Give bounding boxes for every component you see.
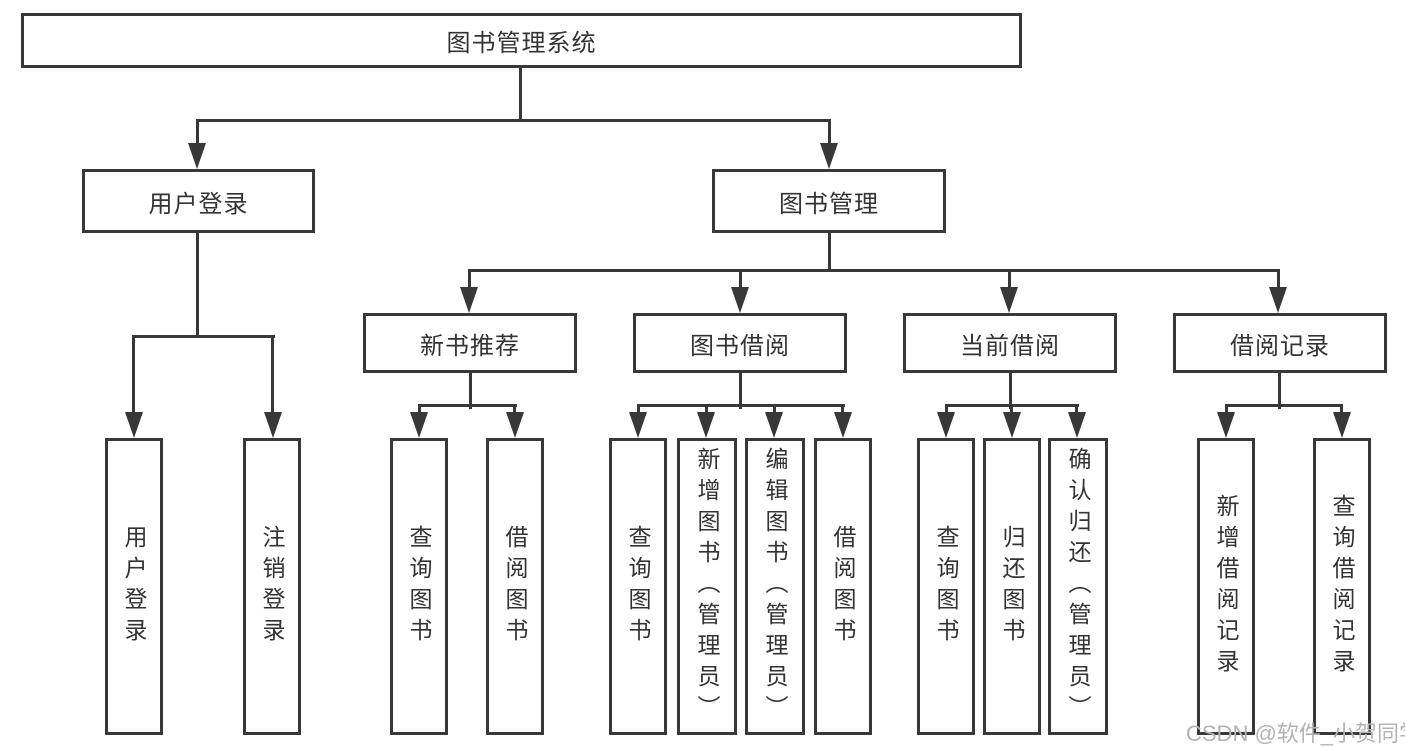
- arrowhead-down-icon: [506, 412, 524, 438]
- leaf-label: 确认归还（管理员）: [1065, 447, 1091, 726]
- leaf-label: 注销登录: [259, 524, 285, 649]
- leaf-label: 查询图书: [406, 524, 432, 649]
- connector-line: [271, 335, 274, 415]
- connector-line: [841, 404, 844, 416]
- arrowhead-down-icon: [1068, 412, 1086, 438]
- arrowhead-down-icon: [264, 412, 282, 438]
- connector-line: [773, 404, 776, 416]
- leaf-return-book: 归还图书: [983, 438, 1041, 735]
- leaf-label: 编辑图书（管理员）: [762, 447, 788, 726]
- arrowhead-down-icon: [1003, 412, 1021, 438]
- leaf-label: 查询借阅记录: [1329, 493, 1355, 680]
- connector-line: [513, 404, 516, 416]
- leaf-add-book-admin: 新增图书（管理员）: [677, 438, 737, 735]
- arrowhead-down-icon: [697, 412, 715, 438]
- leaf-label: 新增图书（管理员）: [694, 447, 720, 726]
- leaf-label: 用户登录: [121, 524, 147, 649]
- node-borrowing-records: 借阅记录: [1173, 313, 1387, 373]
- arrowhead-down-icon: [1269, 287, 1287, 313]
- connector-line: [828, 119, 831, 147]
- node-user-login: 用户登录: [82, 169, 315, 233]
- connector-line: [1278, 373, 1281, 409]
- connector-line: [637, 404, 640, 416]
- connector-line: [468, 269, 471, 291]
- leaf-confirm-return-admin: 确认归还（管理员）: [1048, 438, 1108, 735]
- connector-line: [418, 404, 421, 416]
- connector-line: [1075, 404, 1078, 416]
- connector-line: [196, 233, 199, 338]
- arrowhead-down-icon: [188, 143, 206, 169]
- leaf-borrow-books-1: 借阅图书: [486, 438, 544, 735]
- leaf-borrow-books-2: 借阅图书: [814, 438, 872, 735]
- connector-line: [418, 404, 517, 407]
- arrowhead-down-icon: [460, 287, 478, 313]
- connector-line: [828, 233, 831, 272]
- connector-line: [1008, 269, 1011, 291]
- connector-line: [132, 335, 275, 338]
- connector-line: [1225, 404, 1343, 407]
- leaf-query-books-2: 查询图书: [609, 438, 667, 735]
- arrowhead-down-icon: [629, 412, 647, 438]
- connector-line: [1010, 404, 1013, 416]
- arrowhead-down-icon: [937, 412, 955, 438]
- node-new-book-recommendation: 新书推荐: [363, 313, 577, 373]
- leaf-label: 查询图书: [933, 524, 959, 649]
- leaf-label: 查询图书: [625, 524, 651, 649]
- leaf-user-login: 用户登录: [105, 438, 163, 735]
- arrowhead-down-icon: [820, 143, 838, 169]
- arrowhead-down-icon: [731, 287, 749, 313]
- leaf-logout: 注销登录: [243, 438, 301, 735]
- connector-line: [468, 269, 1280, 272]
- arrowhead-down-icon: [1333, 412, 1351, 438]
- connector-line: [739, 269, 742, 291]
- leaf-label: 借阅图书: [502, 524, 528, 649]
- node-library-management-system: 图书管理系统: [21, 13, 1022, 68]
- connector-line: [1009, 373, 1012, 409]
- node-current-borrowing: 当前借阅: [903, 313, 1117, 373]
- connector-line: [739, 373, 742, 409]
- leaf-query-books-3: 查询图书: [917, 438, 975, 735]
- connector-line: [705, 404, 708, 416]
- connector-line: [469, 373, 472, 409]
- connector-line: [519, 68, 522, 121]
- leaf-query-books-1: 查询图书: [390, 438, 448, 735]
- connector-line: [637, 404, 845, 407]
- arrowhead-down-icon: [834, 412, 852, 438]
- connector-line: [132, 335, 135, 415]
- connector-line: [1277, 269, 1280, 291]
- arrowhead-down-icon: [1217, 412, 1235, 438]
- csdn-watermark: CSDN @软件_小贺同学: [1186, 721, 1405, 746]
- leaf-label: 借阅图书: [830, 524, 856, 649]
- node-book-management: 图书管理: [712, 169, 946, 233]
- connector-line: [1225, 404, 1228, 416]
- leaf-edit-book-admin: 编辑图书（管理员）: [745, 438, 805, 735]
- leaf-label: 新增借阅记录: [1213, 493, 1239, 680]
- connector-line: [1340, 404, 1343, 416]
- node-book-borrowing: 图书借阅: [633, 313, 847, 373]
- arrowhead-down-icon: [410, 412, 428, 438]
- leaf-query-borrow-record: 查询借阅记录: [1313, 438, 1371, 735]
- connector-line: [196, 119, 831, 122]
- leaf-add-borrow-record: 新增借阅记录: [1197, 438, 1255, 735]
- arrowhead-down-icon: [765, 412, 783, 438]
- arrowhead-down-icon: [125, 412, 143, 438]
- arrowhead-down-icon: [1000, 287, 1018, 313]
- connector-line: [196, 119, 199, 147]
- leaf-label: 归还图书: [999, 524, 1025, 649]
- connector-line: [945, 404, 948, 416]
